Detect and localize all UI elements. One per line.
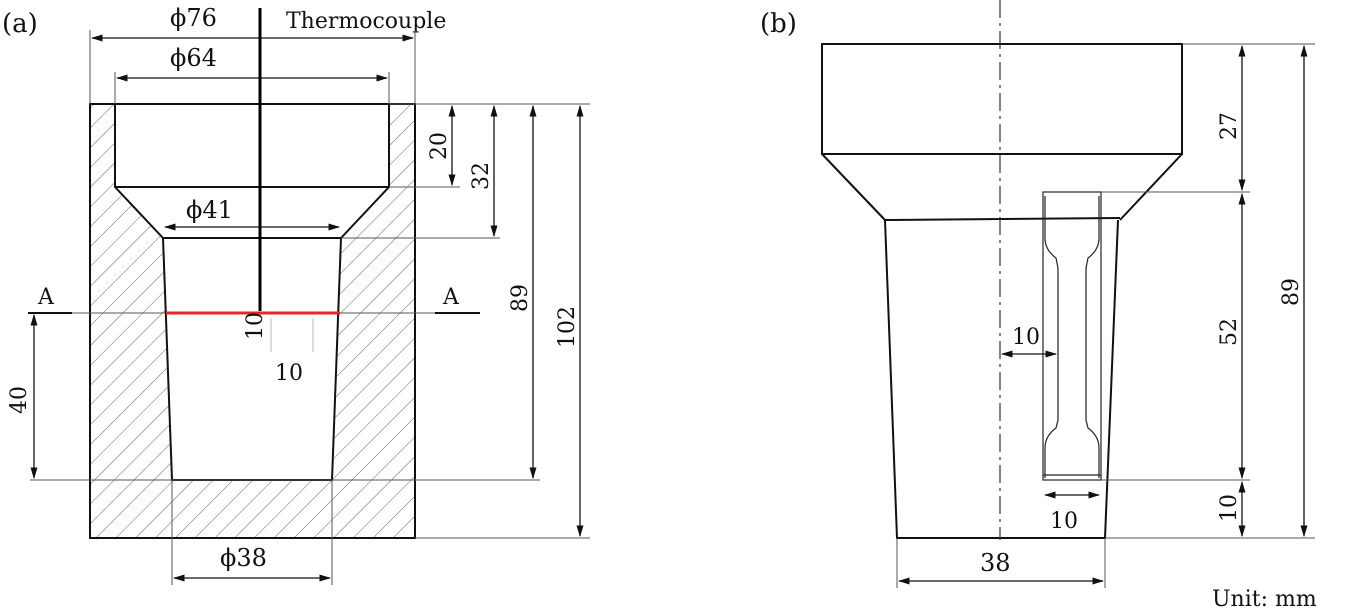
casting-neck-line: [884, 217, 1121, 221]
dim-phi64-label: ϕ64: [170, 44, 217, 72]
thermocouple-label: Thermocouple: [286, 9, 446, 34]
panel-b: (b) 27 52 10 89 10 10: [760, 0, 1315, 588]
panel-a-label: (a): [2, 9, 38, 39]
casting-cup: [821, 43, 1183, 155]
dim-27-label: 27: [1217, 112, 1242, 140]
dim-89-label: 89: [508, 284, 533, 312]
dim-10-inner-label: 10: [1012, 325, 1040, 350]
dim-10-vertical-label: 10: [243, 312, 268, 340]
section-label-left: A: [37, 285, 55, 310]
dim-89-label: 89: [1279, 278, 1304, 306]
specimen-frame: [1042, 191, 1102, 481]
dim-phi76-label: ϕ76: [170, 4, 217, 32]
dim-phi41-label: ϕ41: [186, 196, 233, 224]
dim-38-label: 38: [980, 549, 1011, 577]
dim-102-label: 102: [555, 306, 580, 348]
dim-10-horizontal-label: 10: [275, 361, 303, 386]
casting-body: [884, 219, 1119, 539]
dim-phi38-label: ϕ38: [220, 544, 267, 572]
panel-a: (a) Thermocouple ϕ76 ϕ64 ϕ41 A A: [2, 4, 590, 585]
specimen-outline: [1044, 196, 1100, 478]
mold-outer-outline: [89, 103, 416, 539]
casting-taper: [821, 153, 1183, 221]
dim-40-label: 40: [7, 386, 32, 414]
dim-10-bottom-label: 10: [1050, 509, 1078, 534]
dim-32-label: 32: [469, 162, 494, 190]
panel-b-label: (b): [760, 9, 797, 39]
dim-52-label: 52: [1217, 318, 1242, 346]
dim-20-label: 20: [427, 132, 452, 160]
section-label-right: A: [442, 285, 460, 310]
dim-10-right-label: 10: [1217, 494, 1242, 522]
unit-label: Unit: mm: [1212, 587, 1317, 611]
mold-body-hatched: [90, 104, 415, 538]
